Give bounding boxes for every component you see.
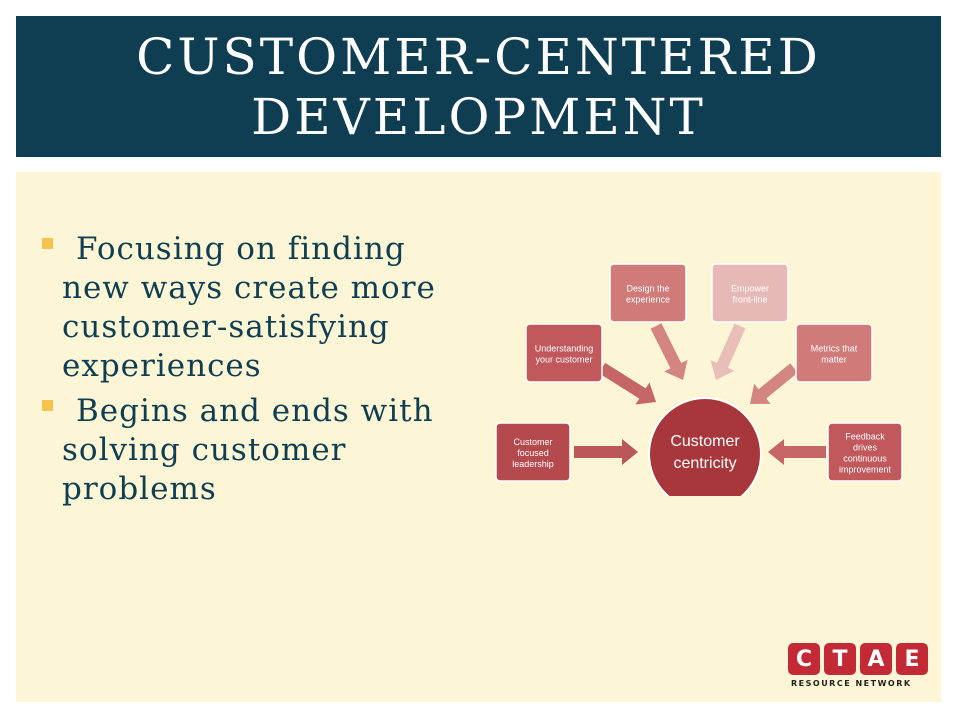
diagram-node-label: Understanding xyxy=(535,344,594,354)
logo-letter: A xyxy=(860,643,892,675)
diagram-node-label: Feedback xyxy=(845,432,885,442)
logo-letter: C xyxy=(788,643,820,675)
logo-letter: T xyxy=(824,643,856,675)
diagram-node-label: matter xyxy=(821,355,847,365)
diagram-node-label: Customer xyxy=(513,437,552,447)
diagram-node-box xyxy=(795,323,873,383)
diagram-node-label: Metrics that xyxy=(811,344,858,354)
bullet-item: Begins and ends with solving customer pr… xyxy=(42,392,482,509)
diagram-node-box xyxy=(711,263,789,323)
diagram-node-box xyxy=(525,323,603,383)
diagram-node-box xyxy=(609,263,687,323)
logo-letter: E xyxy=(896,643,928,675)
bullet-text: Focusing on finding new ways create more… xyxy=(62,231,436,384)
diagram-node-box xyxy=(495,422,571,482)
bullet-text: Begins and ends with solving customer pr… xyxy=(62,393,434,507)
diagram-node-label: drives xyxy=(853,443,878,453)
center-label: Customer xyxy=(670,433,740,450)
diagram-node-label: improvement xyxy=(839,465,892,475)
diagram-arrow xyxy=(598,362,656,405)
diagram-node-label: Design the xyxy=(626,284,669,294)
center-circle xyxy=(648,397,762,496)
ctae-logo: C T A E RESOURCE NETWORK xyxy=(788,643,934,695)
diagram-node-label: your customer xyxy=(535,355,592,365)
diagram-node-label: continuous xyxy=(843,454,887,464)
bullet-list: Focusing on finding new ways create more… xyxy=(42,230,482,515)
bullet-item: Focusing on finding new ways create more… xyxy=(42,230,482,386)
bullet-square-icon xyxy=(42,238,53,249)
diagram-arrow xyxy=(650,323,688,380)
slide-title: CUSTOMER-CENTERED DEVELOPMENT xyxy=(136,27,821,146)
diagram-svg: CustomercentricityCustomerfocusedleaders… xyxy=(495,263,903,496)
logo-tiles: C T A E xyxy=(788,643,934,675)
diagram-node-label: focused xyxy=(517,448,549,458)
diagram-node-label: Empower xyxy=(731,284,769,294)
title-bar: CUSTOMER-CENTERED DEVELOPMENT xyxy=(16,16,941,157)
diagram-arrow xyxy=(574,439,638,465)
diagram-arrow xyxy=(768,439,826,465)
diagram-arrow xyxy=(710,323,746,380)
diagram-arrow xyxy=(750,363,798,404)
diagram-node-label: leadership xyxy=(512,459,554,469)
content-panel xyxy=(16,172,941,702)
center-label: centricity xyxy=(673,455,736,472)
diagram-node-box xyxy=(827,422,903,482)
logo-subtitle: RESOURCE NETWORK xyxy=(791,679,912,688)
diagram-node-label: experience xyxy=(626,295,670,305)
diagram-node-label: front-line xyxy=(732,295,767,305)
bullet-square-icon xyxy=(42,400,53,411)
